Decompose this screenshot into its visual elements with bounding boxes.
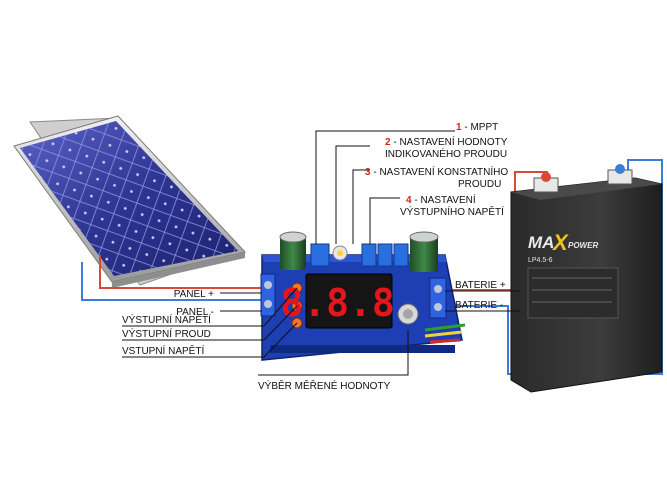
callout-4: 4 - NASTAVENÍ VÝSTUPNÍHO NAPĚTÍ — [400, 193, 504, 218]
callout-2-text: - NASTAVENÍ HODNOTY — [391, 135, 508, 148]
capacitor-left — [279, 231, 307, 270]
annotation-lines — [122, 130, 520, 376]
callout-3-number: 3 — [365, 167, 371, 178]
display-digits: 8.8.8. — [280, 281, 417, 325]
charge-controller-board: 8.8.8. — [260, 231, 466, 361]
callout-4-number: 4 — [406, 195, 412, 206]
label-input-voltage: VSTUPNÍ NAPĚTÍ — [122, 344, 204, 357]
capacitor-right — [409, 231, 439, 272]
callout-3-text: - NASTAVENÍ KONSTATNÍHO — [371, 165, 509, 178]
battery-brand-c: POWER — [568, 241, 598, 250]
callout-3: 3 - NASTAVENÍ KONSTATNÍHO PROUDU — [365, 165, 508, 190]
right-terminal — [429, 277, 447, 319]
callout-2-line2: INDIKOVANÉHO PROUDU — [385, 147, 507, 160]
battery-brand-b: X — [551, 230, 569, 255]
callout-1-number: 1 — [456, 122, 462, 133]
svg-text:3 - NASTAVENÍ KONSTATNÍHO: 3 - NASTAVENÍ KONSTATNÍHO — [365, 165, 508, 178]
label-output-current: VÝSTUPNÍ PROUD — [122, 327, 211, 340]
panel-wires — [81, 255, 280, 301]
callout-4-line2: VÝSTUPNÍHO NAPĚTÍ — [400, 205, 504, 218]
label-battery-minus: BATERIE - — [455, 300, 503, 311]
callout-2-number: 2 — [385, 137, 391, 148]
select-button — [397, 303, 419, 325]
svg-text:2 - NASTAVENÍ HODNOTY: 2 - NASTAVENÍ HODNOTY — [385, 135, 508, 148]
callout-2: 2 - NASTAVENÍ HODNOTY INDIKOVANÉHO PROUD… — [385, 135, 508, 160]
callout-3-line2: PROUDU — [458, 179, 501, 190]
battery: MA X POWER LP4.5-6 — [510, 164, 663, 393]
label-panel-minus: PANEL - — [176, 307, 214, 318]
label-battery-plus: BATERIE + — [455, 280, 506, 291]
left-terminal — [260, 273, 276, 317]
callout-1: 1 - MPPT — [456, 122, 498, 133]
label-output-voltage: VÝSTUPNÍ NAPĚTÍ — [122, 313, 211, 326]
callout-1-text: - MPPT — [462, 122, 499, 133]
svg-text:1 - MPPT: 1 - MPPT — [456, 122, 498, 133]
potentiometers — [310, 243, 409, 267]
battery-model: LP4.5-6 — [528, 257, 553, 264]
svg-text:4 - NASTAVENÍ: 4 - NASTAVENÍ — [406, 193, 476, 206]
label-panel-plus: PANEL + — [174, 289, 214, 300]
battery-brand-a: MA — [528, 233, 554, 252]
callout-4-text: - NASTAVENÍ — [412, 193, 476, 206]
seven-segment-display: 8.8.8. — [280, 273, 418, 329]
solar-panel — [13, 115, 246, 288]
label-measured-value-select: VÝBĚR MĚŘENÉ HODNOTY — [258, 379, 391, 392]
